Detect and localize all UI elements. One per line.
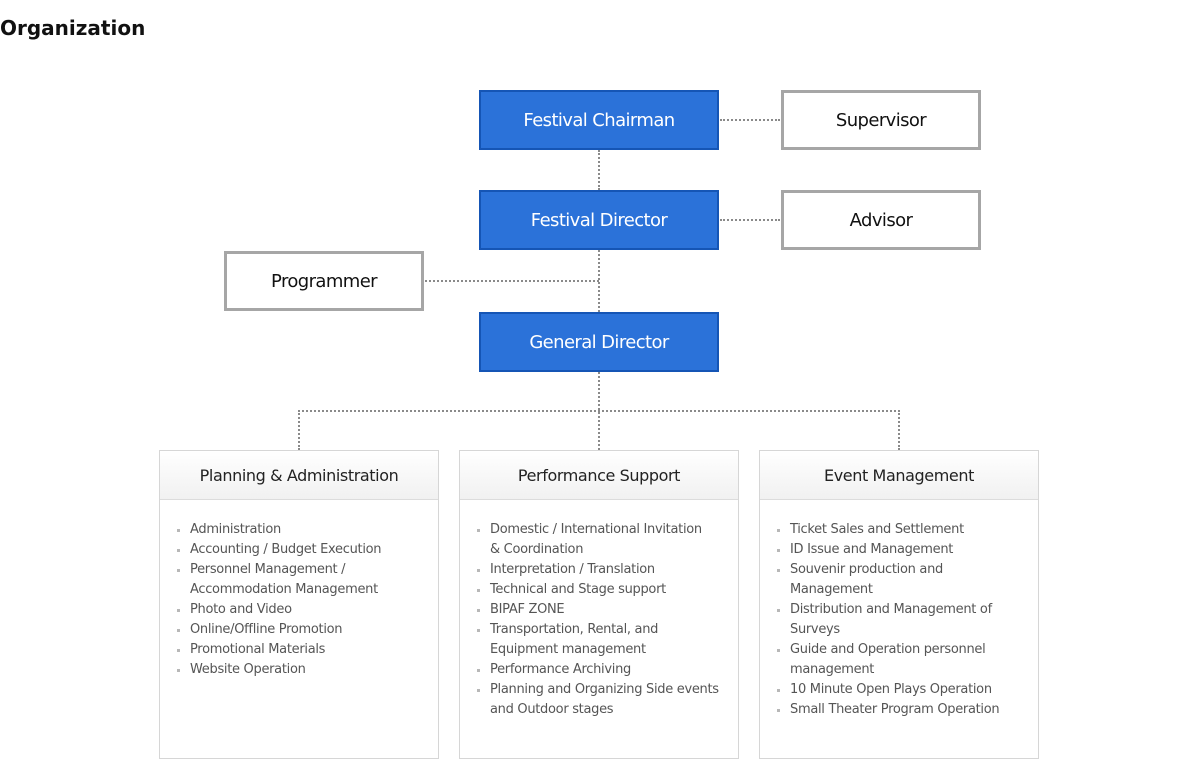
department-event-management: Event Management Ticket Sales and Settle… <box>759 450 1039 759</box>
duty-item: Administration <box>177 520 428 540</box>
department-duties-list: Domestic / International Invitation & Co… <box>460 500 738 720</box>
department-duties-list: Ticket Sales and Settlement ID Issue and… <box>760 500 1038 720</box>
duty-item: Promotional Materials <box>177 640 428 660</box>
duty-item: Technical and Stage support <box>477 580 728 600</box>
page-title: Organization <box>0 16 146 40</box>
connector-dept-left <box>298 410 300 450</box>
department-performance-support: Performance Support Domestic / Internati… <box>459 450 739 759</box>
supervisor-box: Supervisor <box>781 90 981 150</box>
festival-director-box: Festival Director <box>479 190 719 250</box>
department-planning-administration: Planning & Administration Administration… <box>159 450 439 759</box>
connector-chairman-director <box>598 150 600 190</box>
duty-item: 10 Minute Open Plays Operation <box>777 680 1028 700</box>
connector-director-advisor <box>720 219 780 221</box>
duty-item: Accounting / Budget Execution <box>177 540 428 560</box>
duty-item: Distribution and Management of Surveys <box>777 600 1028 640</box>
department-title: Planning & Administration <box>160 451 438 500</box>
duty-item: Domestic / International Invitation & Co… <box>477 520 715 560</box>
duty-item: Guide and Operation personnel management <box>777 640 990 680</box>
connector-chairman-supervisor <box>720 119 780 121</box>
department-duties-list: Administration Accounting / Budget Execu… <box>160 500 438 680</box>
duty-item: BIPAF ZONE <box>477 600 728 620</box>
advisor-box: Advisor <box>781 190 981 250</box>
general-director-box: General Director <box>479 312 719 372</box>
connector-dept-right <box>898 410 900 450</box>
duty-item: Photo and Video <box>177 600 428 620</box>
duty-item: Website Operation <box>177 660 428 680</box>
connector-programmer <box>425 280 599 282</box>
programmer-box: Programmer <box>224 251 424 311</box>
festival-chairman-box: Festival Chairman <box>479 90 719 150</box>
duty-item: Ticket Sales and Settlement <box>777 520 1028 540</box>
duty-item: Online/Offline Promotion <box>177 620 428 640</box>
department-title: Performance Support <box>460 451 738 500</box>
duty-item: Performance Archiving <box>477 660 728 680</box>
duty-item: Planning and Organizing Side events and … <box>477 680 720 720</box>
duty-item: Souvenir production and Management <box>777 560 1028 600</box>
connector-director-general <box>598 250 600 312</box>
duty-item: ID Issue and Management <box>777 540 1028 560</box>
duty-item: Transportation, Rental, and Equipment ma… <box>477 620 680 660</box>
connector-departments-bar <box>298 410 900 412</box>
department-title: Event Management <box>760 451 1038 500</box>
duty-item: Personnel Management / Accommodation Man… <box>177 560 390 600</box>
duty-item: Small Theater Program Operation <box>777 700 1028 720</box>
duty-item: Interpretation / Translation <box>477 560 728 580</box>
